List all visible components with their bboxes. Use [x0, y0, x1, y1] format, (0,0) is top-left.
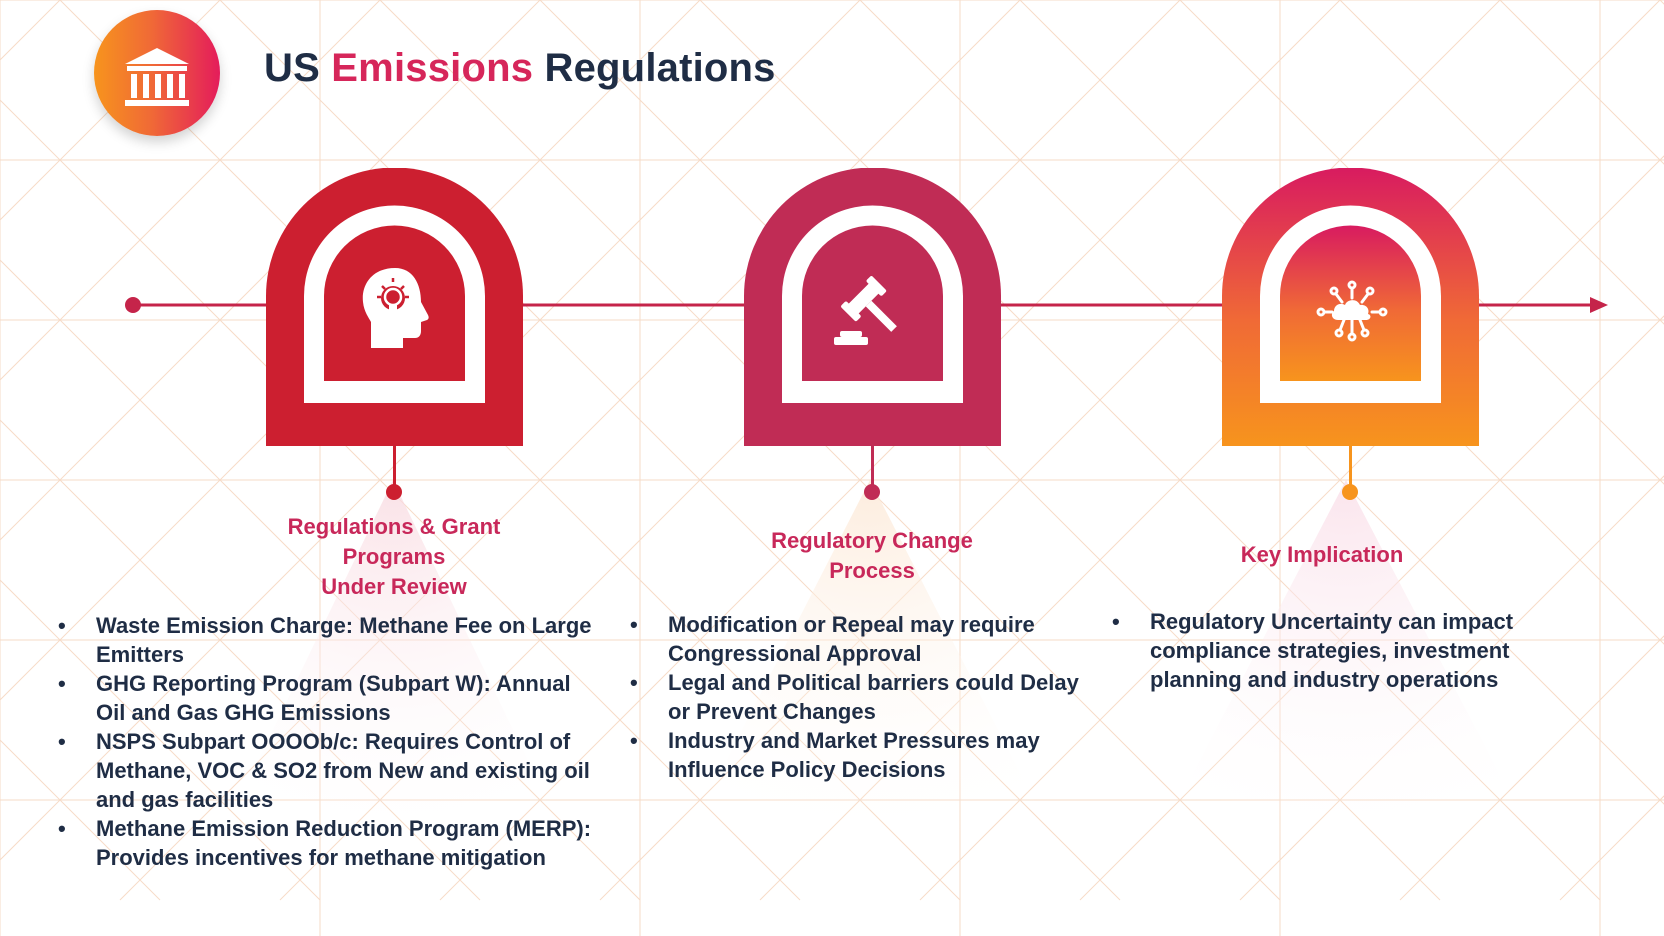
heading-line: Under Review — [321, 574, 467, 599]
title-accent: Emissions — [331, 46, 534, 90]
list-regulations: Waste Emission Charge: Methane Fee on La… — [58, 611, 598, 872]
list-item: Legal and Political barriers could Delay… — [630, 668, 1100, 726]
heading-line: Regulations & Grant — [287, 514, 501, 539]
government-building-icon — [94, 10, 220, 136]
page-title: US Emissions Regulations — [264, 46, 776, 91]
heading-line: Regulatory Change — [771, 528, 973, 553]
list-item: Waste Emission Charge: Methane Fee on La… — [58, 611, 598, 669]
heading-line: Programs — [342, 544, 446, 569]
stem-dot-3 — [1342, 484, 1358, 500]
heading-key-implication: Key Implication — [1172, 540, 1472, 570]
heading-line: Process — [829, 558, 915, 583]
stem-dot-2 — [864, 484, 880, 500]
lightbulb-head-icon — [355, 260, 435, 350]
title-part1: US — [264, 46, 320, 90]
heading-regulations: Regulations & Grant Programs Under Revie… — [244, 512, 544, 602]
stem-1 — [393, 446, 396, 491]
gavel-icon — [830, 275, 910, 350]
heading-line: Key Implication — [1240, 542, 1404, 567]
list-item: NSPS Subpart OOOOb/c: Requires Control o… — [58, 727, 598, 814]
list-item: GHG Reporting Program (Subpart W): Annua… — [58, 669, 598, 727]
stem-dot-1 — [386, 484, 402, 500]
list-item: Industry and Market Pressures may Influe… — [630, 726, 1100, 784]
stem-3 — [1349, 446, 1352, 491]
cloud-network-icon — [1316, 278, 1388, 344]
heading-regulatory-change: Regulatory Change Process — [722, 526, 1022, 586]
list-regulatory-change: Modification or Repeal may require Congr… — [630, 610, 1100, 784]
title-part2: Regulations — [544, 46, 776, 90]
list-item: Methane Emission Reduction Program (MERP… — [58, 814, 598, 872]
list-item: Modification or Repeal may require Congr… — [630, 610, 1100, 668]
list-key-implication: Regulatory Uncertainty can impact compli… — [1112, 607, 1582, 694]
list-item: Regulatory Uncertainty can impact compli… — [1112, 607, 1582, 694]
stem-2 — [871, 446, 874, 491]
